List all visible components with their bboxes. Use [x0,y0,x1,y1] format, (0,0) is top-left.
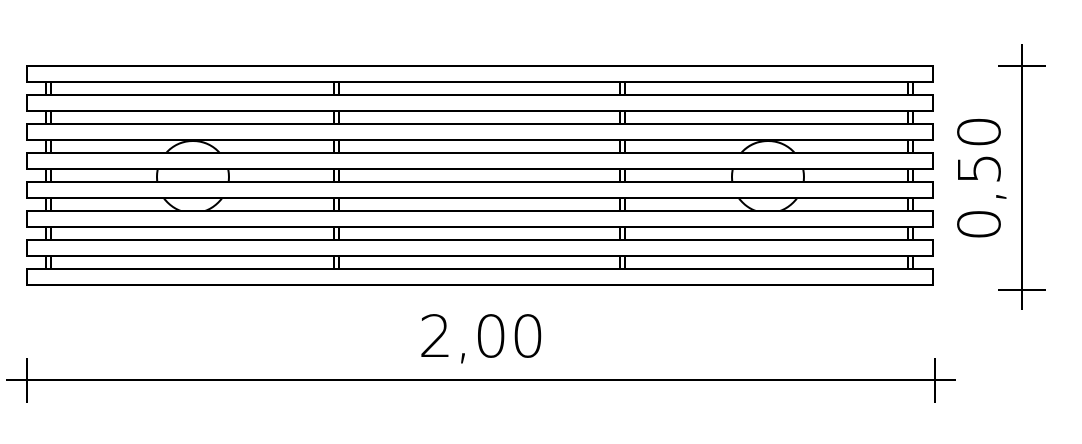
support-beam [333,139,340,154]
support-beam [907,81,914,96]
support-beam [619,255,626,270]
support-beam [45,197,52,212]
width-label: 0,50 [946,113,1014,242]
length-label: 2,00 [417,303,546,371]
support-beam [45,255,52,270]
anchor-hole [731,140,805,214]
width-dimension [998,44,1046,310]
support-beam [333,81,340,96]
support-beam [45,168,52,183]
support-beam [45,110,52,125]
support-beam [907,255,914,270]
support-beam [619,197,626,212]
slat [26,181,934,199]
support-beam [619,168,626,183]
slat [26,123,934,141]
support-beam [907,139,914,154]
support-beam [45,139,52,154]
slat [26,65,934,83]
slats [26,65,934,286]
anchor-holes [156,140,805,214]
support-beam [907,226,914,241]
support-beam [333,197,340,212]
support-beam [907,110,914,125]
slat [26,152,934,170]
support-beam [619,226,626,241]
slat [26,94,934,112]
support-beam [333,255,340,270]
support-beam [45,226,52,241]
support-beam [333,168,340,183]
support-beam [907,168,914,183]
support-beam [907,197,914,212]
support-beam [619,110,626,125]
length-dimension [6,358,956,403]
anchor-hole [156,140,230,214]
support-beam [619,81,626,96]
support-beam [333,226,340,241]
support-beam [619,139,626,154]
support-beam [333,110,340,125]
slat [26,210,934,228]
slat [26,239,934,257]
slat [26,268,934,286]
support-beam [45,81,52,96]
